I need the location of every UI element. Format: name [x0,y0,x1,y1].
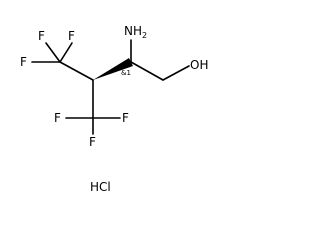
bond-group [31,39,190,135]
bond-c1-o [162,65,190,81]
hydroxyl-label: OH [190,58,208,72]
bond-c2-c1 [130,61,164,81]
fluorine-label-lower-bottom: F [89,135,96,149]
stereo-wedge-bond [93,58,133,80]
fluorine-label-upper-top-right: F [68,29,75,43]
bond-c3-c4 [59,61,94,81]
molecule-diagram: NH2 &1 OH F F F F F F HCl [20,24,209,194]
amine-label: NH2 [124,24,147,40]
fluorine-label-lower-left: F [54,111,61,125]
atom-labels: NH2 &1 OH F F F F F F [20,24,208,149]
amine-nh: NH [124,24,142,38]
amine-subscript: 2 [142,31,147,40]
salt-label: HCl [90,180,111,194]
bond-c4-f-top-left [45,42,61,63]
fluorine-label-upper-top-left: F [38,29,45,43]
bond-c4-f-top-right [59,42,73,63]
stereo-tag: &1 [121,69,131,77]
fluorine-label-lower-right: F [122,111,129,125]
fluorine-label-upper-left: F [20,55,27,69]
